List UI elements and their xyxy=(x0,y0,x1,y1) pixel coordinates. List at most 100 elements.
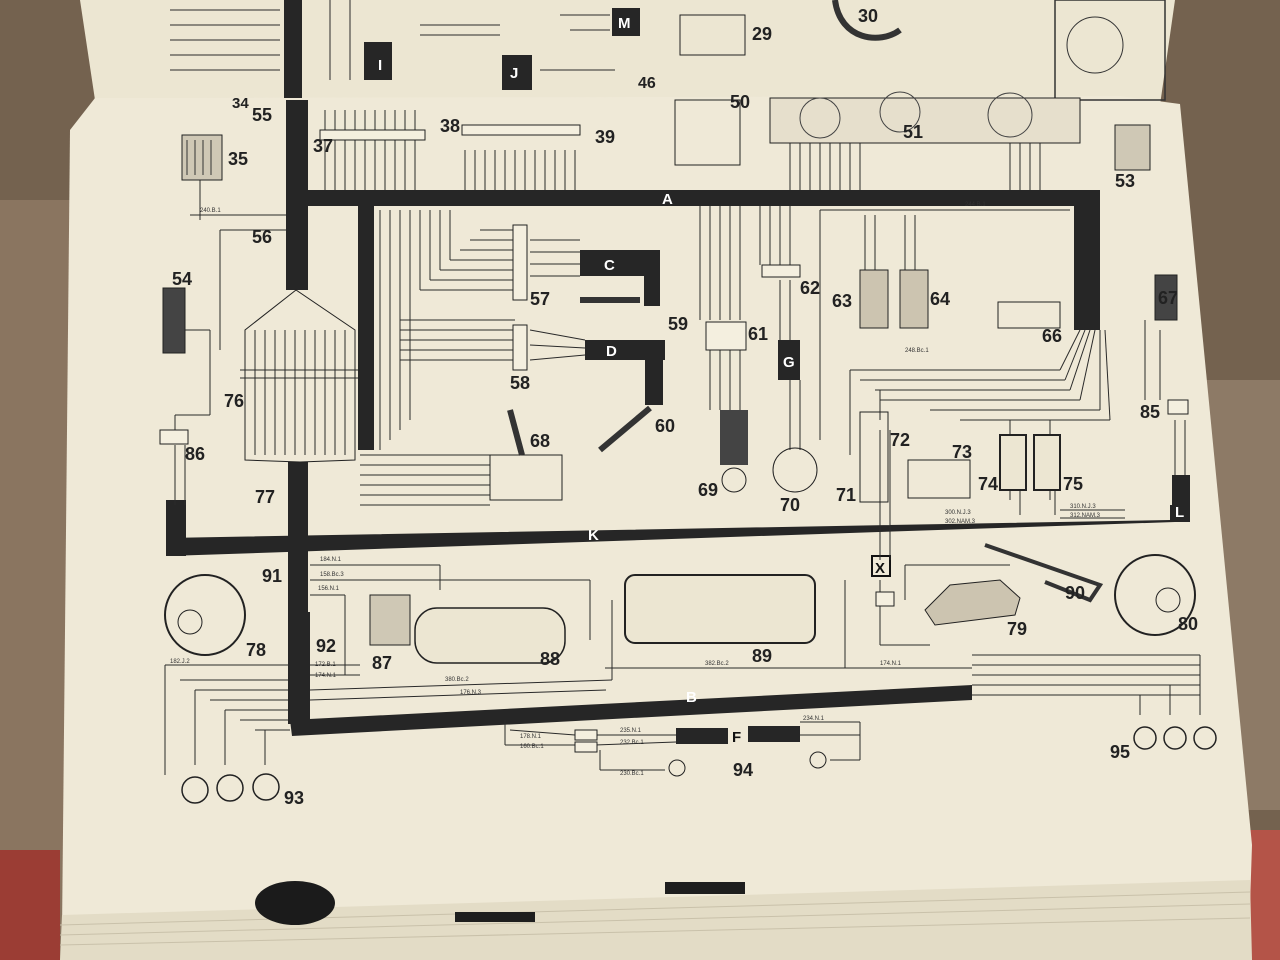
harness-left-vertical xyxy=(358,205,374,450)
component-70 xyxy=(772,447,818,493)
bulbs-95 xyxy=(1133,726,1217,750)
connector-J xyxy=(502,55,532,90)
connector-M xyxy=(612,8,640,36)
label-35: 35 xyxy=(228,149,248,169)
fan-unit xyxy=(1054,0,1166,101)
harness-A xyxy=(300,190,1090,206)
harness-91 xyxy=(288,557,308,612)
instrument-cluster-51 xyxy=(769,97,1081,144)
stalk-60 xyxy=(598,405,652,453)
wire-label: 182.J.2 xyxy=(170,659,190,665)
svg-text:D: D xyxy=(606,343,617,360)
svg-text:C: C xyxy=(604,257,615,274)
label-60: 60 xyxy=(655,416,675,436)
label-76: 76 xyxy=(224,391,244,411)
label-57: 57 xyxy=(530,289,550,309)
switch-75 xyxy=(1033,434,1061,491)
wire-label: 300.N.J.3 xyxy=(945,510,971,516)
label-86: 86 xyxy=(185,444,205,464)
label-85: 85 xyxy=(1140,402,1160,422)
connector-D xyxy=(585,340,625,360)
switch-63 xyxy=(859,269,889,329)
wire-label: 380.Bc.2 xyxy=(445,677,469,683)
component-72 xyxy=(859,411,889,503)
label-62: 62 xyxy=(800,278,820,298)
edge-tab xyxy=(665,882,745,894)
svg-text:30: 30 xyxy=(858,6,878,26)
component-68 xyxy=(489,454,563,501)
label-91: 91 xyxy=(262,566,282,586)
label-77: 77 xyxy=(255,487,275,507)
component-69 xyxy=(720,410,748,465)
label-72: 72 xyxy=(890,430,910,450)
wire-label: 248.Bc.1 xyxy=(905,348,929,354)
component-50 xyxy=(674,99,741,166)
svg-text:B: B xyxy=(686,689,697,706)
harness-K xyxy=(166,505,1190,556)
connector-X xyxy=(871,555,891,577)
component-54 xyxy=(162,287,186,354)
wire-label: 174.N.1 xyxy=(315,673,337,679)
harness-A-right xyxy=(1074,190,1100,330)
svg-text:29: 29 xyxy=(752,24,772,44)
component-53 xyxy=(1114,124,1151,171)
brake-78 xyxy=(164,574,246,656)
wire-label: 235.N.1 xyxy=(620,728,642,734)
label-63: 63 xyxy=(832,291,852,311)
wire-label: 160.Bc.1 xyxy=(520,744,544,750)
wire-label: 232.Bc.1 xyxy=(620,740,644,746)
lever-68 xyxy=(507,409,525,456)
component-66 xyxy=(997,301,1061,329)
horn-30 xyxy=(832,0,902,41)
connector-G xyxy=(778,340,800,380)
bulbs-93 xyxy=(181,773,280,804)
wire-label: 302.NAM.3 xyxy=(945,519,976,525)
label-53: 53 xyxy=(1115,171,1135,191)
label-80: 80 xyxy=(1178,614,1198,634)
wire-label: 382.Bc.2 xyxy=(705,661,729,667)
label-59: 59 xyxy=(668,314,688,334)
harness-92 xyxy=(288,612,310,724)
wire-label: 156.N.1 xyxy=(318,586,340,592)
label-71: 71 xyxy=(836,485,856,505)
connector-61 xyxy=(705,321,747,351)
svg-text:M: M xyxy=(618,15,631,32)
wire-label: 176.N.3 xyxy=(460,690,482,696)
switch-74 xyxy=(999,434,1027,491)
label-50: 50 xyxy=(730,92,750,112)
label-39: 39 xyxy=(595,127,615,147)
component-73 xyxy=(907,459,971,499)
wire-label: 230.Bc.1 xyxy=(620,771,644,777)
wire-label: 244.B.1 xyxy=(965,202,986,208)
label-51: 51 xyxy=(903,122,923,142)
label-74: 74 xyxy=(978,474,998,494)
label-93: 93 xyxy=(284,788,304,808)
label-87: 87 xyxy=(372,653,392,673)
connector-38 xyxy=(461,124,581,136)
svg-text:L: L xyxy=(1175,504,1184,521)
wire-label: 312.NAM.3 xyxy=(1070,513,1101,519)
svg-text:G: G xyxy=(783,354,795,371)
fuel-tank-88 xyxy=(414,607,566,664)
component-35 xyxy=(181,134,223,181)
svg-text:I: I xyxy=(378,57,382,74)
connector-94b xyxy=(574,741,598,753)
svg-text:F: F xyxy=(732,729,741,746)
connector-85 xyxy=(1167,399,1189,415)
label-89: 89 xyxy=(752,646,772,666)
harness-L xyxy=(1172,475,1190,520)
label-75: 75 xyxy=(1063,474,1083,494)
label-68: 68 xyxy=(530,431,550,451)
svg-text:X: X xyxy=(875,560,885,577)
label-34: 34 xyxy=(232,95,249,112)
label-56: 56 xyxy=(252,227,272,247)
bulb-94a xyxy=(668,759,686,777)
label-78: 78 xyxy=(246,640,266,660)
label-70: 70 xyxy=(780,495,800,515)
upper-page xyxy=(80,0,1175,105)
harness-77 xyxy=(288,462,308,557)
label-95: 95 xyxy=(1110,742,1130,762)
label-58: 58 xyxy=(510,373,530,393)
brake-80 xyxy=(1114,554,1196,636)
harness-F-left xyxy=(676,728,728,744)
